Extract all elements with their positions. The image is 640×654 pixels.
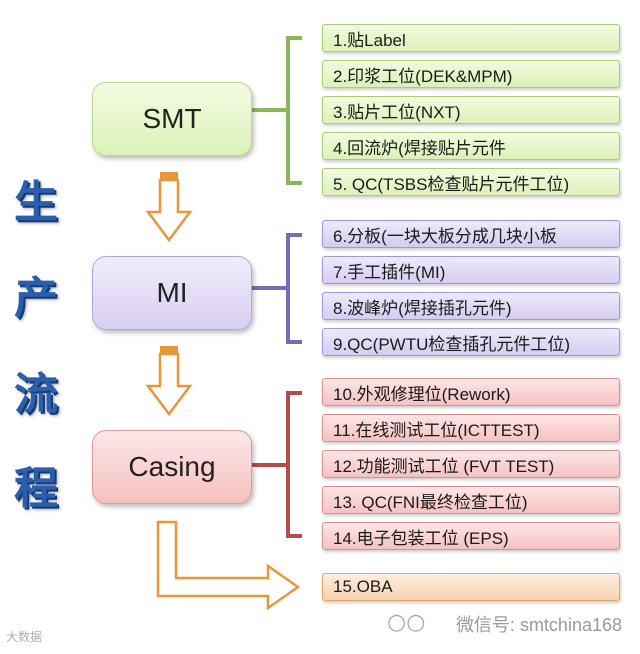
down-arrow-2 — [145, 346, 193, 417]
stage-casing: Casing — [92, 430, 252, 504]
title-char-4: 程 — [14, 463, 58, 514]
step-9: 9.QC(PWTU检查插孔元件工位) — [322, 328, 620, 356]
mi-bracket — [250, 233, 302, 344]
step-13: 13. QC(FNI最终检查工位) — [322, 486, 620, 514]
step-2: 2.印浆工位(DEK&MPM) — [322, 60, 620, 88]
title-char-2: 产 — [14, 273, 58, 324]
title-char-1: 生 — [14, 177, 58, 228]
watermark-text: 微信号: smtchina168 — [455, 615, 622, 635]
corner-logo: 大数据 — [6, 630, 43, 644]
elbow-arrow — [156, 520, 301, 611]
stage-smt: SMT — [92, 82, 252, 156]
wechat-icon: ○○ — [387, 610, 426, 635]
step-15: 15.OBA — [322, 573, 620, 601]
casing-bracket — [250, 391, 302, 538]
step-3: 3.贴片工位(NXT) — [322, 96, 620, 124]
down-arrow-1 — [145, 172, 193, 243]
stage-mi: MI — [92, 256, 252, 330]
step-1: 1.贴Label — [322, 24, 620, 52]
step-14: 14.电子包装工位 (EPS) — [322, 522, 620, 550]
smt-bracket — [250, 36, 302, 185]
title-char-3: 流 — [14, 369, 58, 420]
step-12: 12.功能测试工位 (FVT TEST) — [322, 450, 620, 478]
step-8: 8.波峰炉(焊接插孔元件) — [322, 292, 620, 320]
step-5: 5. QC(TSBS检查贴片元件工位) — [322, 168, 620, 196]
step-4: 4.回流炉(焊接贴片元件 — [322, 132, 620, 160]
step-7: 7.手工插件(MI) — [322, 256, 620, 284]
step-6: 6.分板(一块大板分成几块小板 — [322, 220, 620, 248]
step-11: 11.在线测试工位(ICTTEST) — [322, 414, 620, 442]
step-10: 10.外观修理位(Rework) — [322, 378, 620, 406]
